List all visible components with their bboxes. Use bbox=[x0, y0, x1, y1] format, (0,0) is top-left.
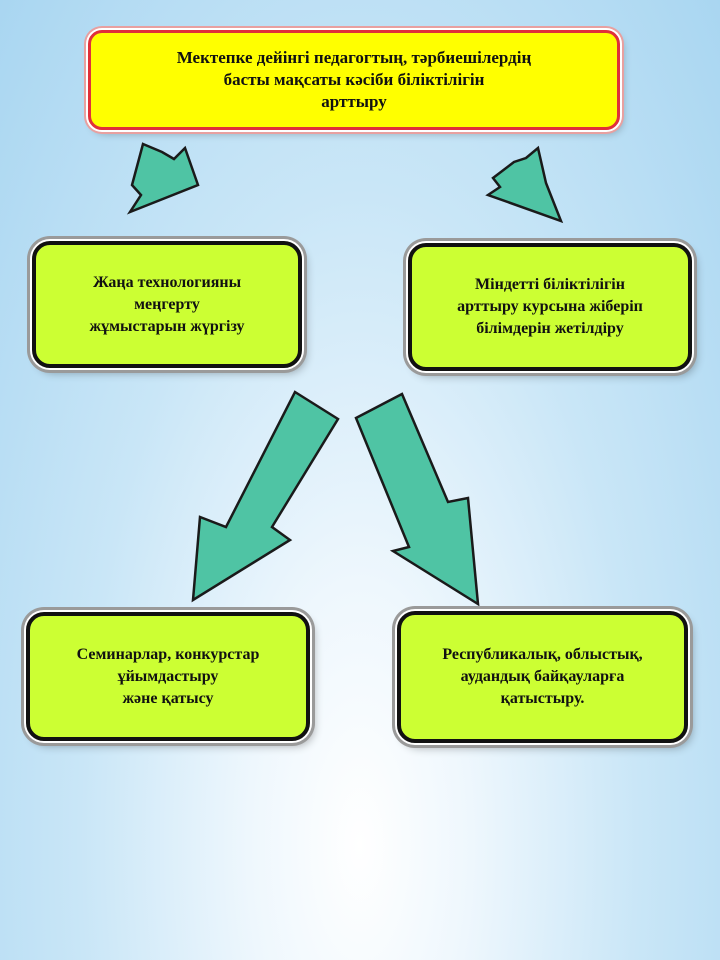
box-qualification-courses: Міндетті біліктілігін арттыру курсына жі… bbox=[408, 243, 692, 371]
goal-title-text: Мектепке дейінгі педагогтың, тәрбиешілер… bbox=[176, 48, 532, 111]
arrow-middle-left bbox=[191, 390, 340, 603]
box-competitions: Республикалық, облыстық, аудандық байқау… bbox=[397, 611, 688, 743]
box-new-technology-text: Жаңа технологияны меңгерту жұмыстарын жү… bbox=[89, 273, 245, 335]
box-competitions-text: Республикалық, облыстық, аудандық байқау… bbox=[442, 646, 643, 707]
arrow-top-right bbox=[485, 145, 564, 224]
box-seminars-contests: Семинарлар, конкурстар ұйымдастыру және … bbox=[26, 612, 310, 741]
arrow-top-left bbox=[126, 142, 200, 215]
arrow-middle-right bbox=[354, 392, 480, 607]
box-qualification-courses-text: Міндетті біліктілігін арттыру курсына жі… bbox=[457, 276, 643, 337]
goal-title-box: Мектепке дейінгі педагогтың, тәрбиешілер… bbox=[88, 30, 620, 130]
box-seminars-contests-text: Семинарлар, конкурстар ұйымдастыру және … bbox=[76, 645, 260, 707]
box-new-technology: Жаңа технологияны меңгерту жұмыстарын жү… bbox=[32, 241, 302, 368]
